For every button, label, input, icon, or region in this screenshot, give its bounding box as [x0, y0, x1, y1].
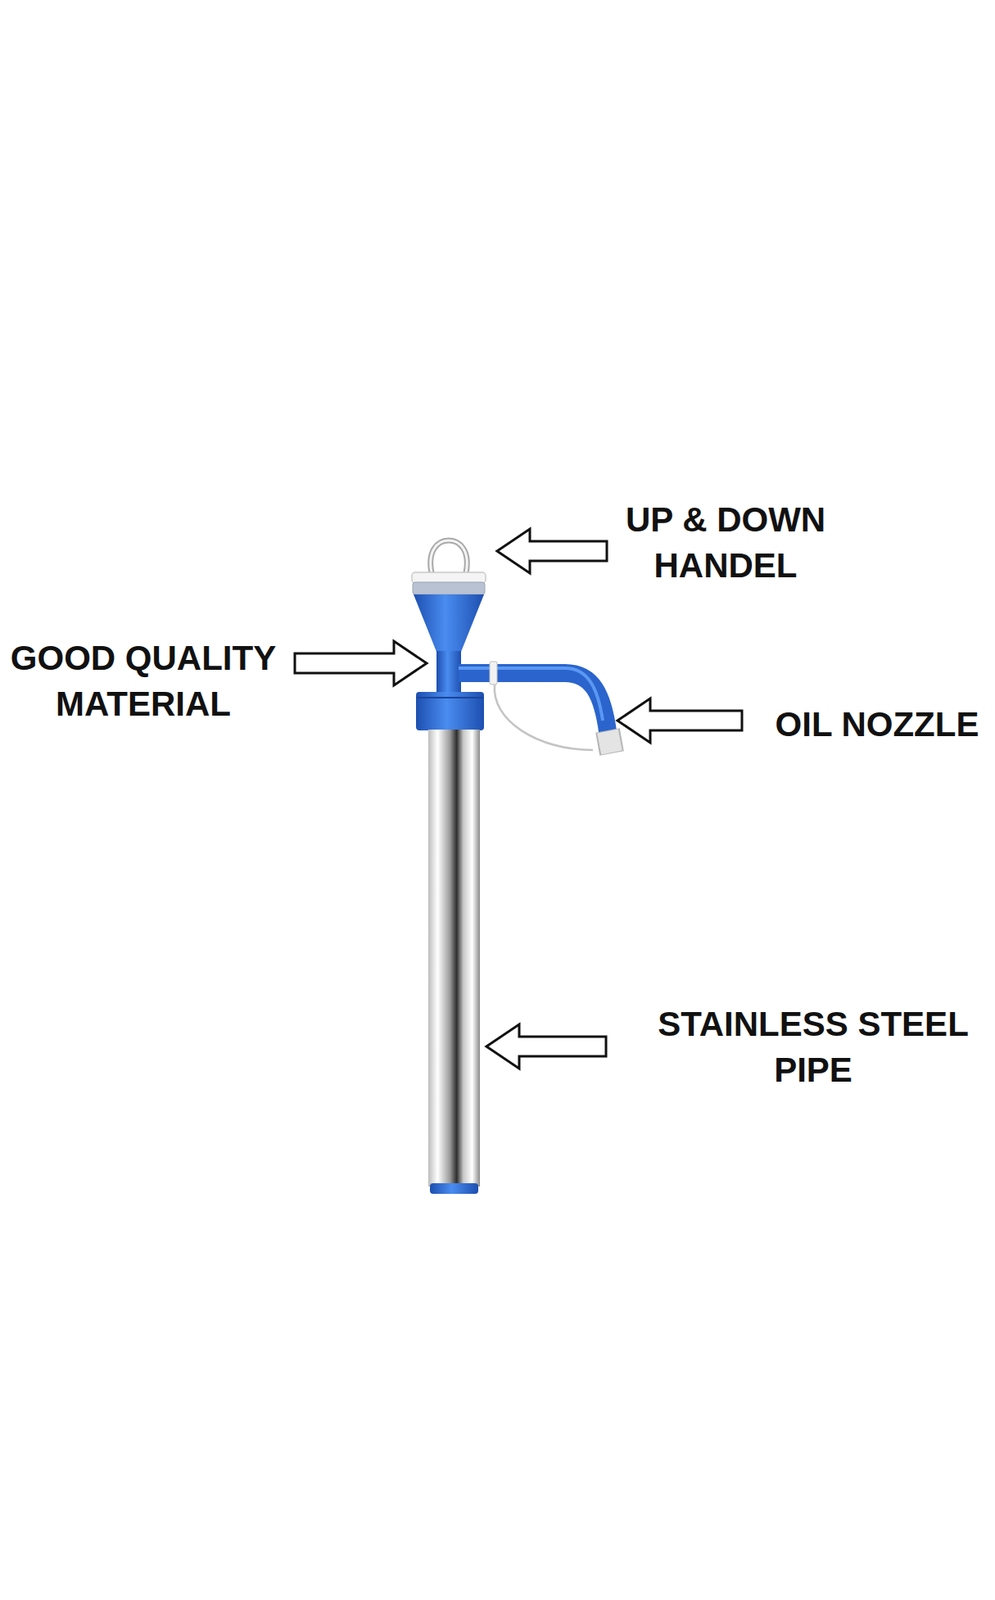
callout-label: STAINLESS STEEL PIPE: [624, 1001, 995, 1094]
pump-cap-lip: [412, 582, 485, 595]
nozzle-cap: [607, 731, 612, 753]
pump-body: [436, 651, 462, 697]
nozzle-ring: [489, 661, 498, 685]
cap-tether: [494, 684, 593, 751]
callout-arrow: [294, 641, 427, 686]
stainless-steel-pipe: [428, 729, 480, 1187]
callout-label: UP & DOWN HANDEL: [610, 497, 841, 589]
pump-head: [413, 594, 484, 652]
pump-collar: [416, 691, 484, 731]
callout-arrow: [486, 1024, 607, 1069]
nozzle-cap-edge: [607, 730, 612, 754]
handle-loop: [430, 540, 467, 577]
callout-arrow: [617, 698, 742, 743]
callout-arrow: [497, 529, 607, 574]
callout-label: GOOD QUALITY MATERIAL: [0, 635, 287, 728]
handle-loop-highlight: [430, 540, 467, 577]
pipe-foot: [429, 1183, 479, 1194]
pump-cap: [411, 572, 486, 584]
collar-edge: [416, 696, 484, 699]
callout-label: OIL NOZZLE: [758, 701, 995, 748]
